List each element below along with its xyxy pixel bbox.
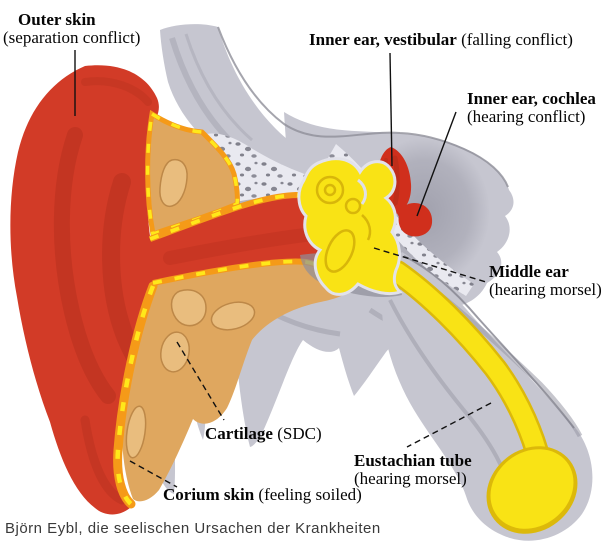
skull-band-shape	[160, 24, 346, 213]
pinna-rim-shading	[81, 77, 152, 106]
label-outer-skin-name: Outer skin	[18, 10, 96, 29]
ossicle-details	[315, 175, 372, 273]
ossicle-highlight	[357, 178, 367, 205]
label-cochlea-note: (hearing conflict)	[467, 107, 586, 126]
label-middle-ear: Middle ear (hearing morsel)	[489, 263, 602, 299]
skull-band-streak	[184, 33, 253, 142]
label-corium-note: (feeling soiled)	[258, 485, 362, 504]
label-middle-ear-note: (hearing morsel)	[489, 280, 602, 299]
label-cartilage-name: Cartilage	[205, 424, 273, 443]
tube-bulb-shape	[490, 449, 574, 529]
label-eustachian-name: Eustachian tube	[354, 451, 472, 470]
cochlea-shape	[398, 203, 433, 237]
middle-ear-group	[297, 157, 578, 534]
skull-band-edge	[217, 26, 509, 188]
vestibular-shading	[392, 155, 400, 207]
label-inner-ear-vestibular: Inner ear, vestibular (falling conflict)	[309, 31, 573, 49]
pinna-shape	[10, 65, 353, 515]
malleus-ring	[315, 175, 345, 205]
source-caption: Björn Eybl, die seelischen Ursachen der …	[5, 520, 381, 537]
label-vestibular-name: Inner ear, vestibular	[309, 30, 457, 49]
ossicle-line	[361, 214, 372, 241]
cartilage-island	[160, 331, 190, 373]
upper-cartilage-dashes	[145, 111, 240, 237]
leader-lines	[74, 50, 492, 488]
label-inner-ear-cochlea: Inner ear, cochlea (hearing conflict)	[467, 90, 596, 126]
leader-vestibular	[389, 52, 393, 167]
corium-band-dashes	[115, 285, 156, 506]
pinna-fold-shading	[80, 415, 127, 505]
label-middle-ear-name: Middle ear	[489, 262, 569, 281]
cartilage-island	[125, 405, 147, 459]
cartilage-group	[113, 109, 354, 509]
label-cochlea-name: Inner ear, cochlea	[467, 89, 596, 108]
leader-cochlea	[416, 111, 457, 217]
label-vestibular-note: (falling conflict)	[461, 30, 573, 49]
label-cartilage: Cartilage (SDC)	[205, 425, 322, 443]
lower-cartilage-shape	[121, 260, 350, 502]
stapes-oval	[324, 229, 356, 273]
cartilage-island	[170, 289, 207, 327]
label-cartilage-note: (SDC)	[277, 424, 322, 443]
label-corium-name: Corium skin	[163, 485, 255, 504]
leader-eustachian	[406, 402, 492, 448]
label-eustachian-note: (hearing morsel)	[354, 469, 467, 488]
eustachian-tube-stripe	[387, 262, 547, 462]
label-corium-skin: Corium skin (feeling soiled)	[163, 486, 362, 504]
label-outer-skin: Outer skin (separation conflict)	[3, 11, 140, 47]
ossicles-shape	[297, 157, 403, 296]
pinna-fold-shading	[53, 127, 116, 404]
canal-bottom-dashes	[152, 259, 353, 292]
label-eustachian-tube: Eustachian tube (hearing morsel)	[354, 452, 472, 488]
sheath-shading	[388, 299, 504, 469]
malleus-core	[323, 183, 337, 197]
cartilage-island	[159, 158, 188, 208]
leader-corium	[129, 460, 178, 488]
sheath-edge	[403, 255, 575, 429]
leader-cartilage	[176, 341, 225, 421]
cartilage-island	[210, 301, 256, 331]
label-outer-skin-note: (separation conflict)	[3, 28, 141, 47]
incus-ring	[344, 197, 362, 215]
